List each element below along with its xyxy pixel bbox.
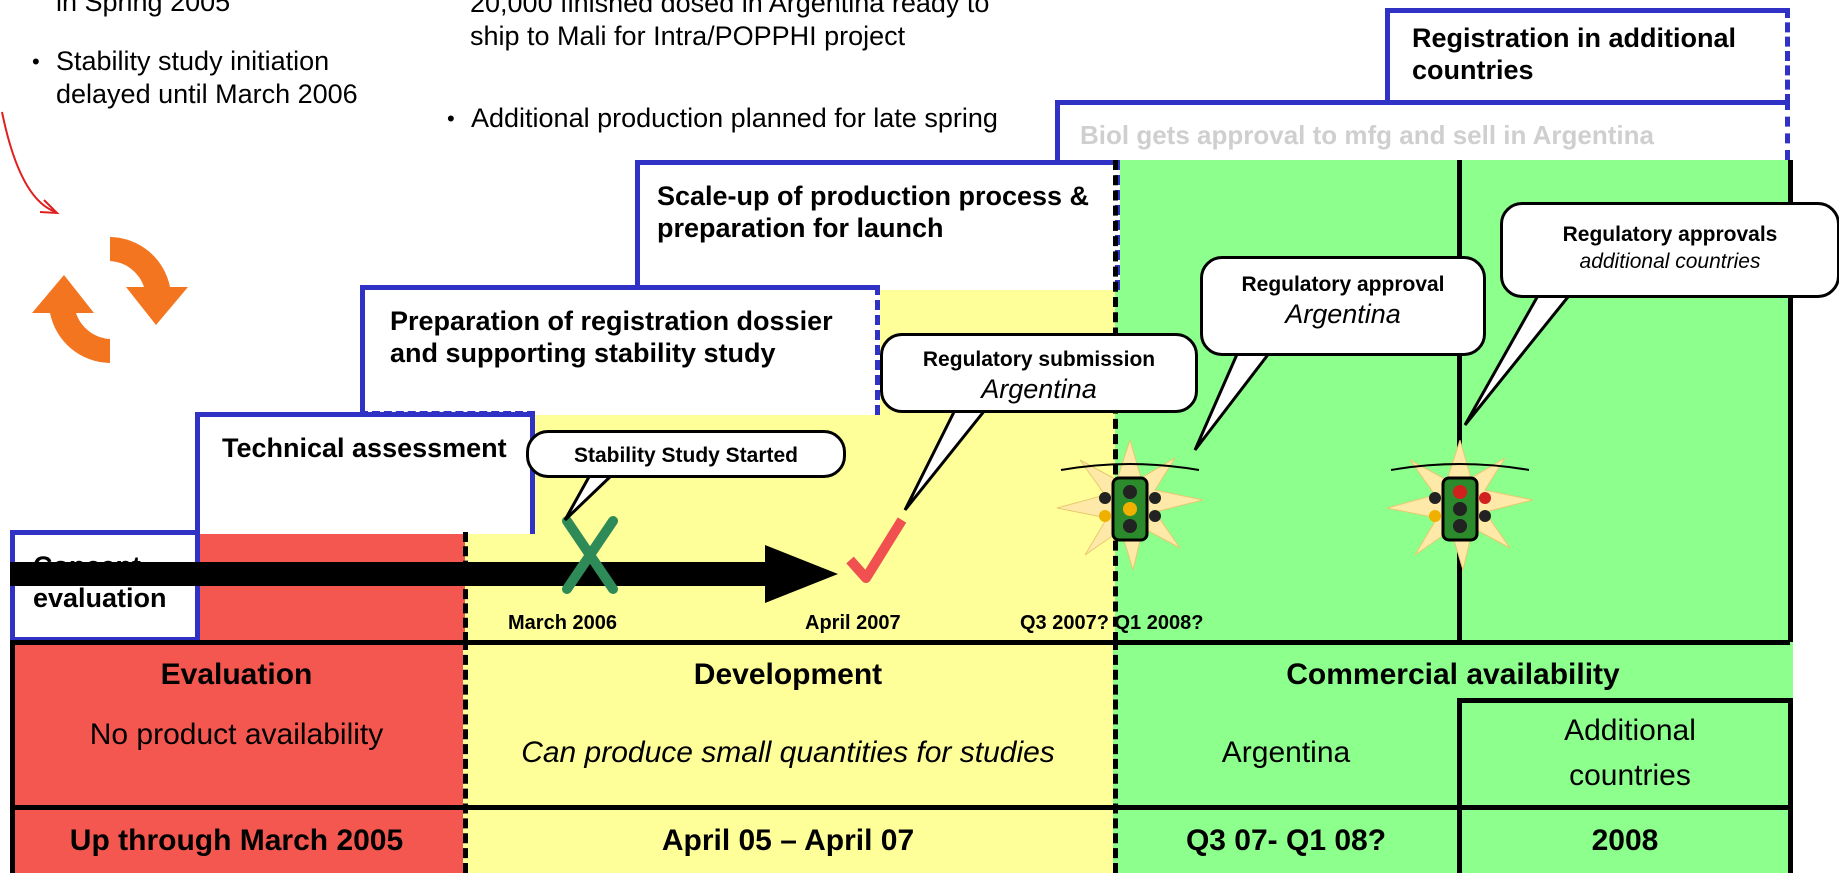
table-top-line	[10, 640, 1790, 645]
phase-commercial: Commercial availability	[1113, 645, 1793, 705]
period-argentina: Q3 07- Q1 08?	[1113, 808, 1459, 873]
stair-technical: Technical assessment	[195, 412, 535, 534]
avail-additional-text: Additional countries	[1564, 713, 1696, 792]
middle-notes-list: Additional production planned for late s…	[445, 102, 1005, 148]
table-comm-divider	[1113, 640, 1118, 873]
table-eval-bg	[10, 642, 463, 873]
date-q3-q1: Q3 2007? Q1 2008?	[1020, 612, 1204, 634]
stair-biol-label: Biol gets approval to mfg and sell in Ar…	[1080, 120, 1654, 150]
callout-approval: Regulatory approval Argentina	[1200, 256, 1486, 356]
red-pointer-arrow	[1, 111, 60, 215]
table-additional-header-line	[1457, 698, 1793, 703]
stair-registration-label: Registration in additional countries	[1412, 23, 1737, 85]
note-spring-2005: in Spring 2005	[56, 0, 231, 17]
date-march-2006: March 2006	[508, 612, 617, 634]
avail-evaluation: No product availability	[10, 700, 463, 805]
left-note: Stability study initiation delayed until…	[30, 45, 390, 111]
avail-evaluation-text: No product availability	[89, 718, 384, 751]
phase-commercial-label: Commercial availability	[1286, 658, 1620, 691]
callout-stability-title: Stability Study Started	[573, 444, 799, 467]
divider-dev-top	[463, 532, 468, 642]
stair-registration: Registration in additional countries	[1385, 8, 1790, 104]
table-left-line	[10, 640, 15, 873]
callout-submission-title: Regulatory submission	[922, 348, 1156, 371]
stair-preparation-label: Preparation of registration dossier and …	[390, 306, 833, 368]
callout-submission: Regulatory submission Argentina	[880, 333, 1198, 413]
phase-development-label: Development	[693, 658, 883, 691]
avail-development-text: Can produce small quantities for studies	[521, 736, 1055, 769]
table-right-line	[1788, 698, 1793, 873]
callout-approvals-sub: additional countries	[1579, 250, 1761, 273]
divider-right-top	[1788, 160, 1793, 642]
table-comm-bg	[1113, 642, 1793, 873]
table-additional-divider	[1457, 698, 1462, 873]
date-april-2007: April 2007	[805, 612, 901, 634]
avail-development: Can produce small quantities for studies	[478, 700, 1098, 805]
middle-note-text: 20,000 finished dosed in Argentina ready…	[470, 0, 990, 51]
period-argentina-text: Q3 07- Q1 08?	[1185, 823, 1387, 857]
left-notes-list: Stability study initiation delayed until…	[30, 45, 390, 124]
avail-argentina-text: Argentina	[1221, 735, 1351, 769]
x-mark-icon	[562, 516, 618, 594]
callout-approvals-title: Regulatory approvals	[1562, 223, 1778, 246]
avail-additional: Additional countries	[1500, 700, 1760, 805]
callout-approvals: Regulatory approvals additional countrie…	[1500, 202, 1839, 298]
callout-stability: Stability Study Started	[526, 430, 846, 478]
timeline-arrow	[10, 545, 838, 603]
traffic-light-icon	[1386, 440, 1534, 570]
period-additional: 2008	[1462, 808, 1788, 873]
divider-additional-top	[1457, 160, 1462, 642]
period-development-text: April 05 – April 07	[661, 823, 915, 857]
middle-note-1: 20,000 finished dosed in Argentina ready…	[470, 0, 1030, 53]
stair-scaleup-label: Scale-up of production process & prepara…	[657, 181, 1090, 243]
avail-argentina: Argentina	[1113, 700, 1459, 805]
stair-biol: Biol gets approval to mfg and sell in Ar…	[1055, 100, 1790, 160]
stair-technical-label: Technical assessment	[222, 433, 507, 463]
table-dev-bg	[463, 642, 1113, 873]
period-additional-text: 2008	[1591, 823, 1659, 857]
callout-approval-sub: Argentina	[1285, 299, 1401, 329]
stair-preparation: Preparation of registration dossier and …	[360, 285, 880, 415]
table-period-line	[10, 805, 1790, 810]
period-development: April 05 – April 07	[463, 808, 1113, 873]
callout-submission-sub: Argentina	[981, 374, 1097, 404]
cycle-arrows-icon	[32, 237, 188, 363]
middle-note: Additional production planned for late s…	[445, 102, 1005, 135]
traffic-light-icon	[1056, 440, 1204, 570]
callout-approval-title: Regulatory approval	[1241, 273, 1445, 296]
phase-evaluation: Evaluation	[10, 645, 463, 705]
table-dev-divider	[463, 640, 468, 873]
phase-evaluation-label: Evaluation	[160, 658, 313, 691]
phase-development: Development	[463, 645, 1113, 705]
stair-scaleup: Scale-up of production process & prepara…	[635, 160, 1120, 290]
period-evaluation-text: Up through March 2005	[69, 823, 404, 857]
evaluation-zone	[195, 532, 465, 642]
check-mark-icon	[846, 517, 907, 583]
period-evaluation: Up through March 2005	[10, 808, 463, 873]
